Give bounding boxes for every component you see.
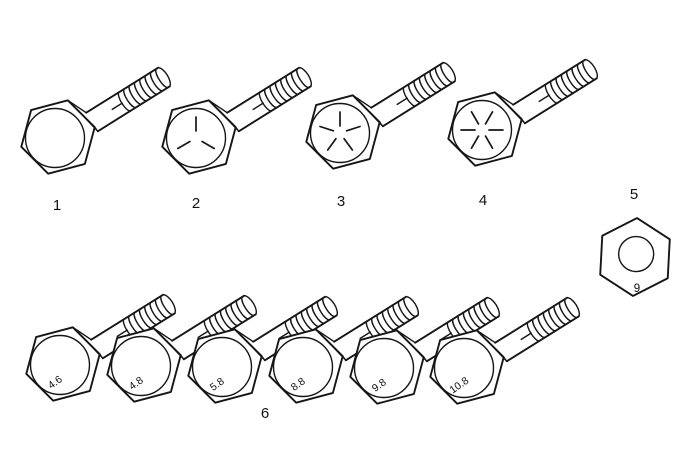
bolt-3 bbox=[305, 61, 457, 170]
item-label-2: 2 bbox=[192, 195, 200, 212]
nut-bore-icon bbox=[617, 235, 655, 273]
hex-nut bbox=[599, 217, 671, 297]
hex-nut-icon bbox=[599, 217, 671, 297]
item-label-5: 5 bbox=[630, 186, 638, 203]
hex-bolt-icon bbox=[447, 58, 599, 167]
item-label-3: 3 bbox=[337, 193, 345, 210]
bolt-1 bbox=[20, 66, 172, 175]
item-label-1: 1 bbox=[53, 197, 61, 214]
hex-bolt-icon bbox=[161, 66, 313, 175]
bolt-2 bbox=[161, 66, 313, 175]
hex-bolt-icon bbox=[305, 61, 457, 170]
hex-bolt-icon bbox=[20, 66, 172, 175]
nut-face-marking: 9 bbox=[634, 283, 640, 295]
item-label-6: 6 bbox=[261, 405, 269, 422]
bolt-4 bbox=[447, 58, 599, 167]
item-label-4: 4 bbox=[479, 192, 487, 209]
